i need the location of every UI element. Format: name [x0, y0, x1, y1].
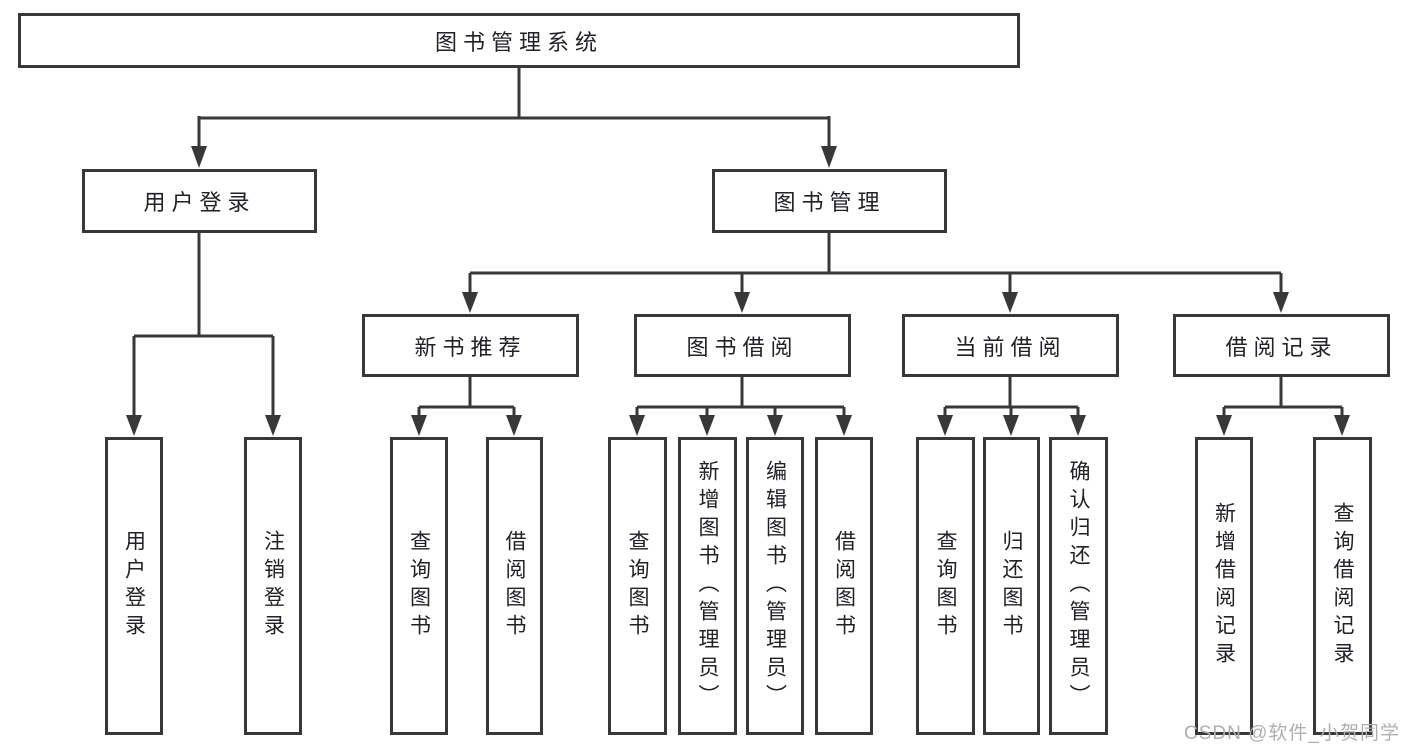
leaf-borrow-borrow-books: 借阅图书	[815, 437, 873, 735]
arrowhead	[411, 415, 427, 436]
leaf-borrow-add-books-admin: 新增图书（管理员）	[678, 437, 737, 735]
node-root: 图书管理系统	[18, 13, 1020, 68]
node-borrow-records-label: 借阅记录	[1225, 334, 1338, 360]
connector-root-to-level1	[197, 66, 831, 150]
leaf-current-return-books-label: 归还图书	[1000, 530, 1023, 642]
arrowhead	[629, 415, 645, 436]
connector-user-login-subtree	[132, 232, 275, 421]
node-book-management-label: 图书管理	[773, 190, 886, 215]
leaf-user-login: 用户登录	[105, 437, 163, 735]
arrowhead	[937, 415, 953, 436]
leaf-records-add-record-label: 新增借阅记录	[1212, 502, 1236, 670]
arrowhead	[462, 292, 478, 313]
watermark: CSDN @软件_小贺同学	[1184, 723, 1400, 744]
connector-current-borrow-subtree	[943, 376, 1080, 421]
arrowhead	[265, 415, 281, 436]
leaf-records-query-record-label: 查询借阅记录	[1331, 502, 1354, 670]
connector-new-book-recommend-subtree	[417, 376, 516, 421]
node-root-label: 图书管理系统	[434, 29, 603, 55]
leaf-recommend-borrow-books: 借阅图书	[486, 437, 543, 735]
arrowhead	[699, 415, 715, 436]
arrowhead	[1003, 415, 1019, 436]
connector-book-management-to-level2	[468, 232, 1283, 297]
node-user-login: 用户登录	[82, 169, 317, 233]
connector-borrow-records-subtree	[1222, 376, 1344, 421]
node-new-book-recommend: 新书推荐	[362, 314, 579, 377]
leaf-recommend-query-books: 查询图书	[390, 437, 448, 735]
leaf-borrow-edit-books-admin-label: 编辑图书（管理员）	[763, 460, 787, 712]
leaf-borrow-query-books-label: 查询图书	[626, 530, 649, 642]
node-book-management: 图书管理	[712, 169, 947, 233]
leaf-borrow-query-books: 查询图书	[608, 437, 667, 735]
node-book-borrow: 图书借阅	[634, 314, 851, 377]
leaf-current-confirm-return-admin-label: 确认归还（管理员）	[1067, 460, 1090, 712]
leaf-records-add-record: 新增借阅记录	[1195, 437, 1253, 735]
leaf-current-confirm-return-admin: 确认归还（管理员）	[1049, 437, 1108, 735]
arrowhead	[1273, 292, 1289, 313]
leaf-user-login-label: 用户登录	[122, 530, 146, 642]
arrowhead	[191, 146, 207, 168]
node-book-borrow-label: 图书借阅	[686, 334, 799, 360]
leaf-recommend-query-books-label: 查询图书	[407, 530, 431, 642]
leaf-records-query-record: 查询借阅记录	[1313, 437, 1372, 735]
arrowhead	[1070, 415, 1086, 436]
leaf-current-query-books: 查询图书	[916, 437, 975, 735]
leaf-logout: 注销登录	[244, 437, 302, 735]
leaf-borrow-edit-books-admin: 编辑图书（管理员）	[746, 437, 804, 735]
arrowhead	[1002, 292, 1018, 313]
leaf-current-query-books-label: 查询图书	[934, 530, 957, 642]
leaf-recommend-borrow-books-label: 借阅图书	[503, 530, 526, 642]
arrowhead	[734, 292, 750, 313]
node-borrow-records: 借阅记录	[1173, 314, 1390, 377]
leaf-current-return-books: 归还图书	[983, 437, 1040, 735]
arrowhead	[1216, 415, 1232, 436]
node-new-book-recommend-label: 新书推荐	[414, 334, 527, 360]
arrowhead	[821, 146, 837, 168]
arrowhead	[1334, 415, 1350, 436]
node-current-borrow-label: 当前借阅	[954, 334, 1067, 360]
leaf-borrow-add-books-admin-label: 新增图书（管理员）	[696, 460, 719, 712]
node-user-login-label: 用户登录	[143, 190, 256, 215]
arrowhead	[506, 415, 522, 436]
arrowhead	[836, 415, 852, 436]
leaf-logout-label: 注销登录	[261, 530, 285, 642]
leaf-borrow-borrow-books-label: 借阅图书	[832, 530, 856, 642]
arrowhead	[767, 415, 783, 436]
node-current-borrow: 当前借阅	[902, 314, 1119, 377]
connector-book-borrow-subtree	[635, 376, 846, 421]
arrowhead	[126, 415, 142, 436]
